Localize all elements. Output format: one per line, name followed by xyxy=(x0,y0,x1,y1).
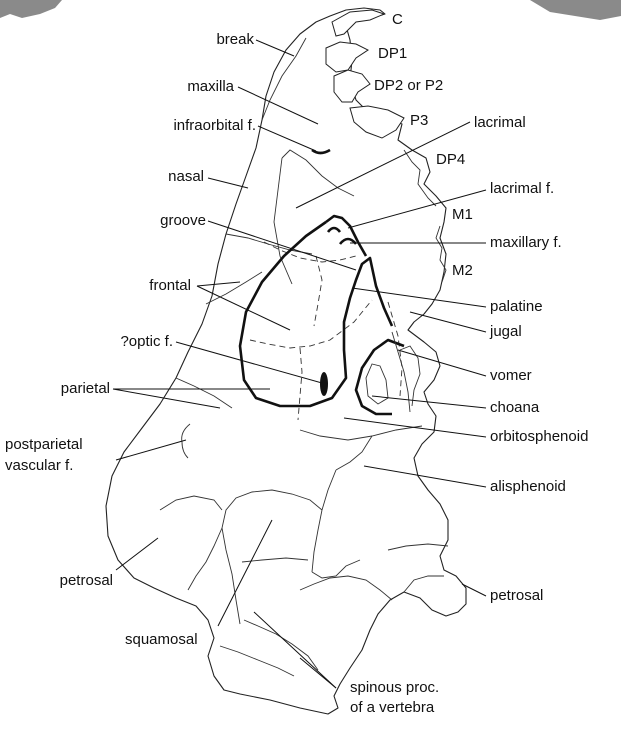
label-alisphenoid: alisphenoid xyxy=(490,478,566,495)
label-dp2: DP2 or P2 xyxy=(374,77,443,94)
label-spinous-1: spinous proc. xyxy=(350,679,439,696)
label-orbitosphenoid: orbitosphenoid xyxy=(490,428,588,445)
tooth-dp2 xyxy=(334,70,370,102)
label-lacrimal-f: lacrimal f. xyxy=(490,180,554,197)
label-vomer: vomer xyxy=(490,367,532,384)
label-optic: ?optic f. xyxy=(120,333,173,350)
rock-fragment-right xyxy=(530,0,621,20)
label-frontal: frontal xyxy=(149,277,191,294)
label-jugal: jugal xyxy=(489,323,522,340)
label-choana: choana xyxy=(490,399,540,416)
label-m2: M2 xyxy=(452,262,473,279)
label-dp4: DP4 xyxy=(436,151,465,168)
label-spinous-2: of a vertebra xyxy=(350,699,435,716)
label-postparietal-1: postparietal xyxy=(5,436,83,453)
rock-fragment-left xyxy=(0,0,62,18)
label-petrosal-left: petrosal xyxy=(60,572,113,589)
label-petrosal-right: petrosal xyxy=(490,587,543,604)
label-squamosal: squamosal xyxy=(125,631,198,648)
label-infraorbital: infraorbital f. xyxy=(173,117,256,134)
label-palatine: palatine xyxy=(490,298,543,315)
label-break: break xyxy=(216,31,254,48)
label-postparietal-2: vascular f. xyxy=(5,457,73,474)
label-dp1: DP1 xyxy=(378,45,407,62)
label-maxillary-f: maxillary f. xyxy=(490,234,562,251)
label-lacrimal: lacrimal xyxy=(474,114,526,131)
label-groove: groove xyxy=(160,212,206,229)
tooth-dp1 xyxy=(326,42,368,72)
label-p3: P3 xyxy=(410,112,428,129)
label-c: C xyxy=(392,11,403,28)
label-parietal: parietal xyxy=(61,380,110,397)
label-maxilla: maxilla xyxy=(187,78,234,95)
label-nasal: nasal xyxy=(168,168,204,185)
optic-foramen xyxy=(320,372,328,396)
label-m1: M1 xyxy=(452,206,473,223)
